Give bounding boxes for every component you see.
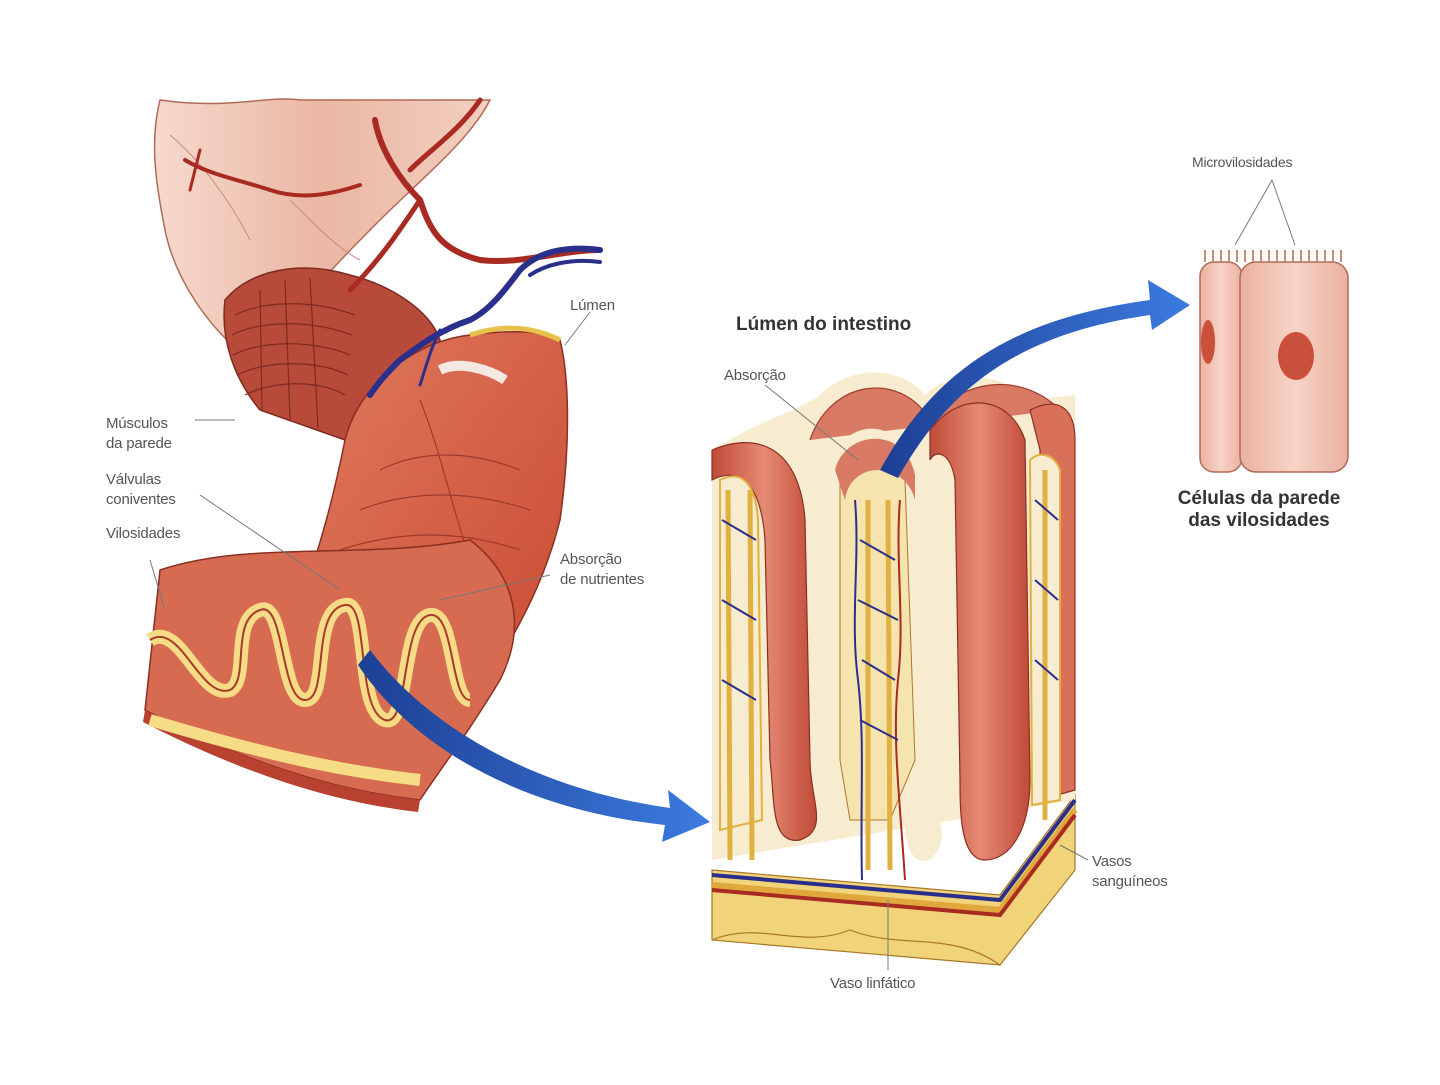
label-vaso-linfatico: Vaso linfático [830,974,915,994]
title-celulas-da-parede: Células da parede das vilosidades [1150,488,1368,532]
cell-nucleus-right [1278,332,1314,380]
cell-nucleus-left [1201,320,1215,364]
wall-cells [1200,180,1348,472]
label-vasos-sanguineos: Vasos sanguíneos [1092,852,1168,892]
label-microvilosidades: Microvilosidades [1192,152,1292,172]
label-musculos-da-parede: Músculos da parede [106,414,172,454]
label-vilosidades: Vilosidades [106,524,180,544]
label-absorcao: Absorção [724,366,786,386]
title-lumen-do-intestino: Lúmen do intestino [736,314,911,336]
label-valvulas-coniventes: Válvulas coniventes [106,470,176,510]
label-absorcao-de-nutrientes: Absorção de nutrientes [560,550,644,590]
label-lumen: Lúmen [570,296,615,316]
cell-left [1200,262,1242,472]
intestine-tube [143,99,568,812]
